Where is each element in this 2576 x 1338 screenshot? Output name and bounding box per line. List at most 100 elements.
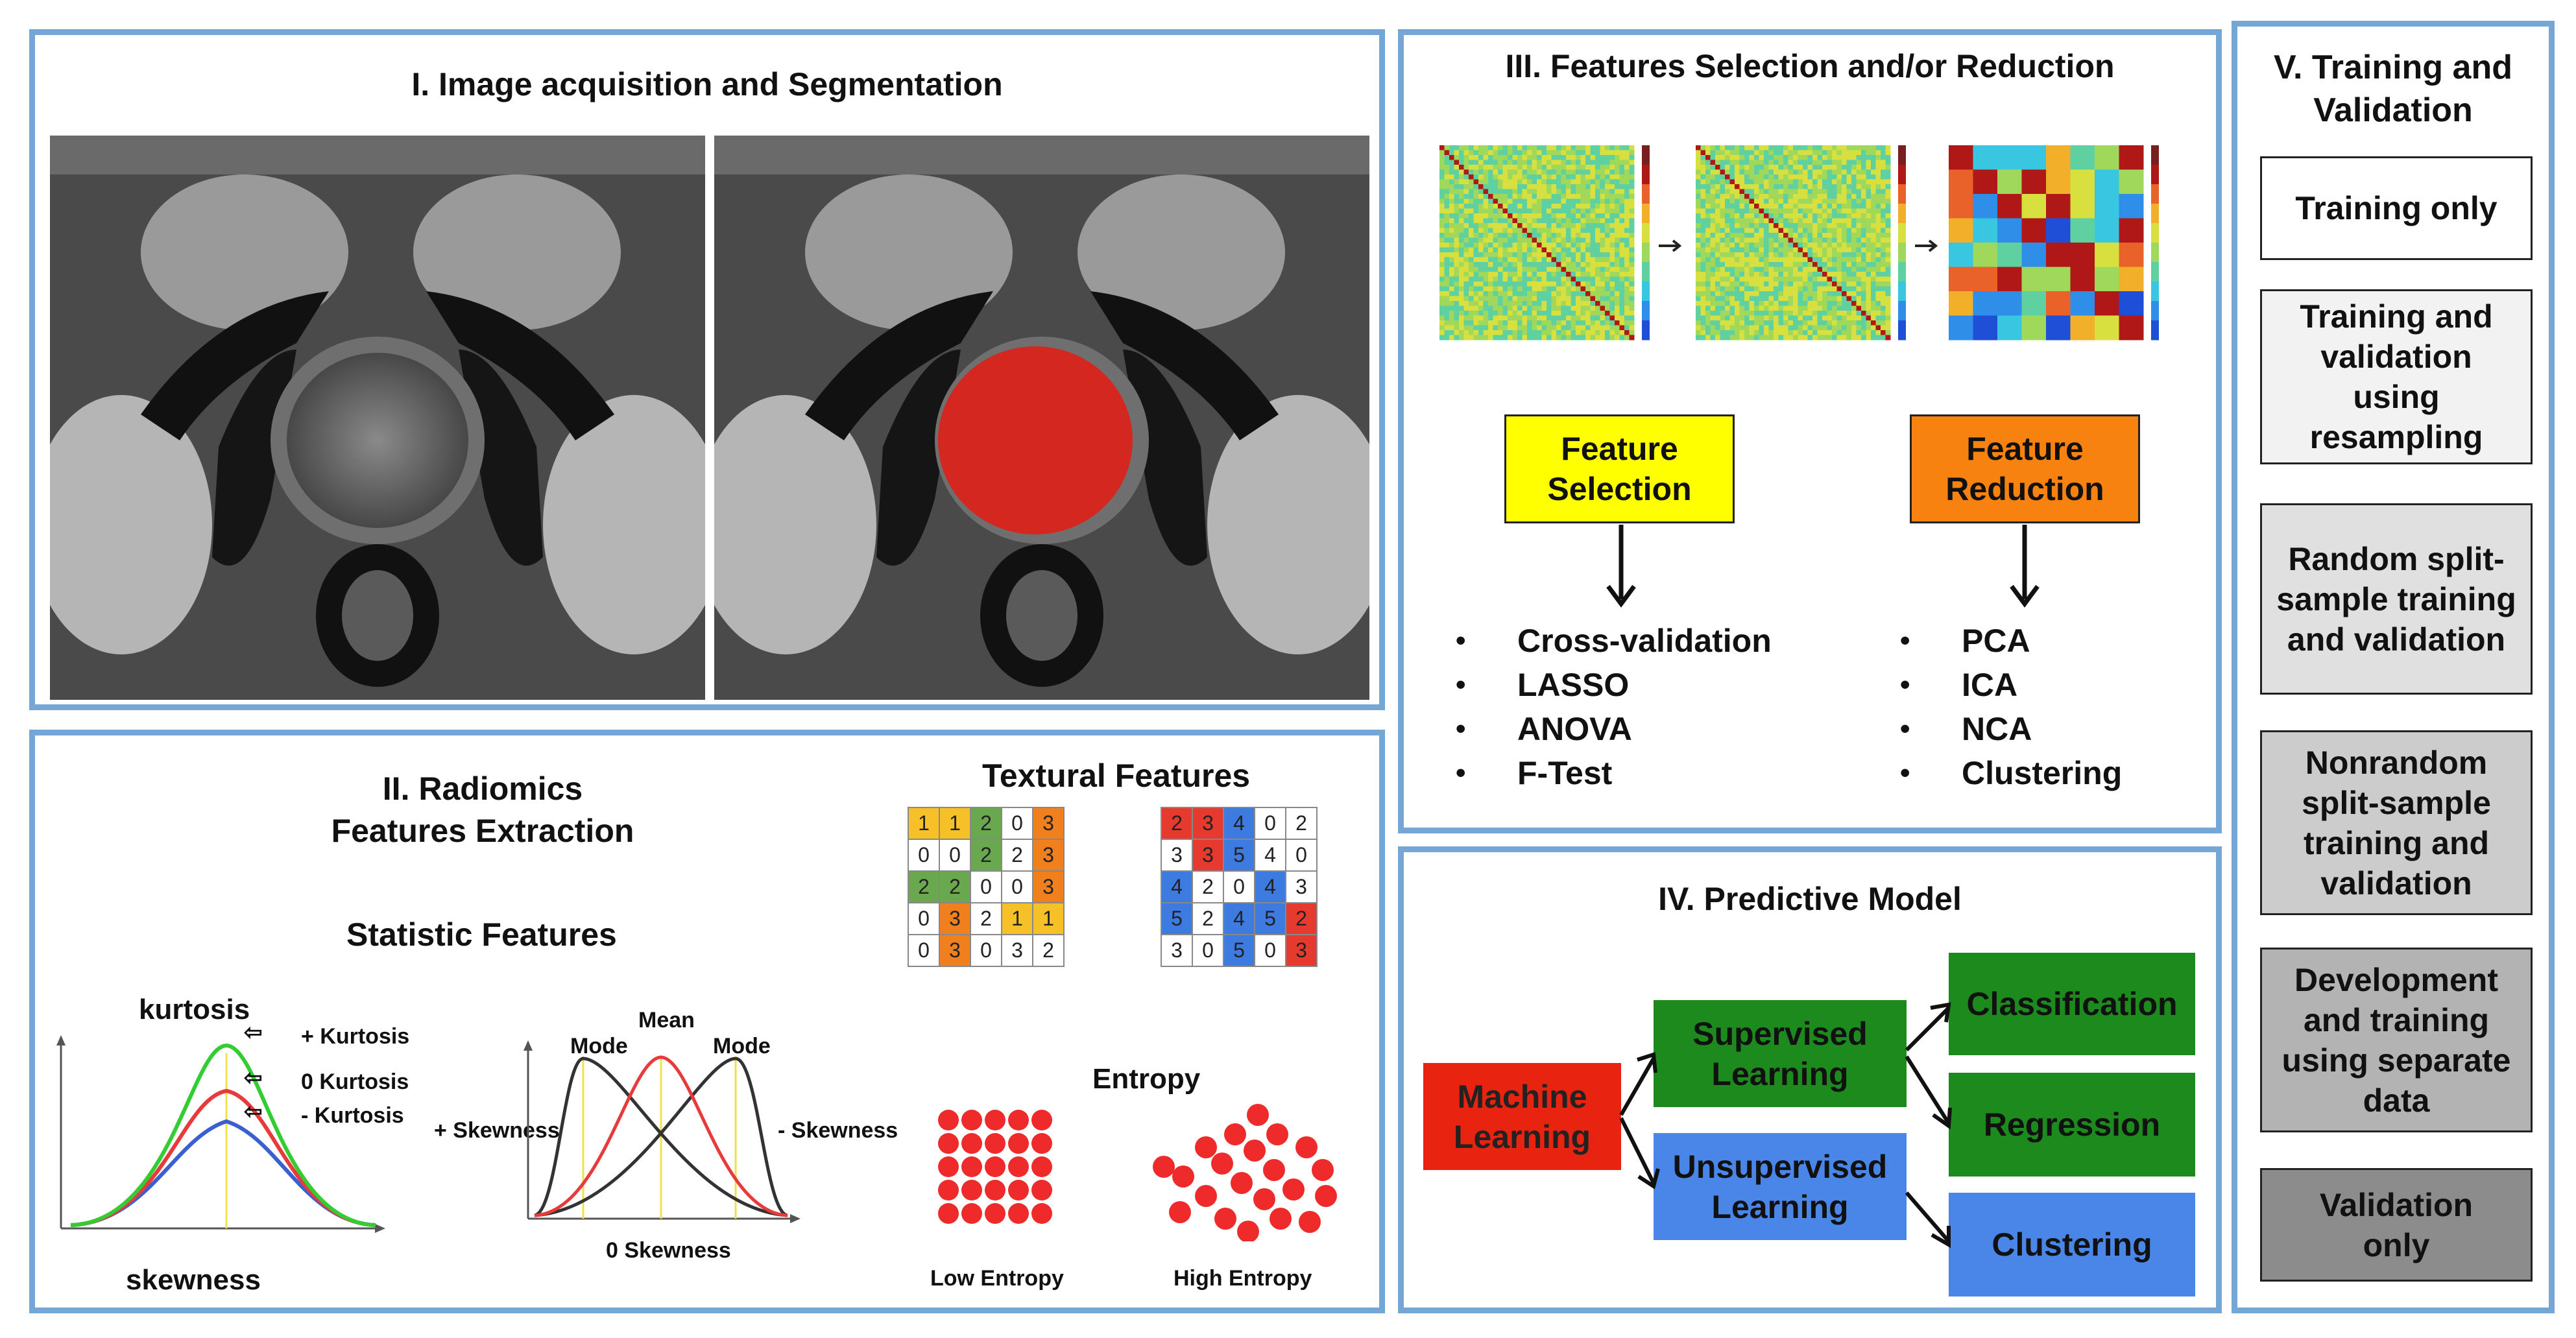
matrix-cell: 0 bbox=[1254, 807, 1286, 840]
entropy-dot bbox=[961, 1180, 982, 1201]
panel-title: V. Training and Validation bbox=[2274, 49, 2512, 129]
matrix-cell: 4 bbox=[1254, 839, 1286, 872]
panel-title: II. Radiomics Features Extraction bbox=[331, 771, 634, 849]
segmentation-overlay bbox=[938, 346, 1133, 534]
entropy-dot bbox=[961, 1133, 982, 1154]
low-entropy-label: Low Entropy bbox=[930, 1266, 1064, 1291]
entropy-dot bbox=[961, 1203, 982, 1224]
arrow-down-icon bbox=[1606, 525, 1636, 608]
zero-skewness-label: 0 Skewness bbox=[606, 1238, 731, 1263]
matrix-cell: 2 bbox=[1032, 934, 1065, 967]
entropy-dot bbox=[938, 1156, 959, 1177]
skewness-label: skewness bbox=[126, 1264, 261, 1296]
matrix-cell: 3 bbox=[939, 902, 971, 935]
plus-kurtosis-label: + Kurtosis bbox=[301, 1024, 410, 1049]
low-entropy-dots bbox=[938, 1110, 1052, 1224]
entropy-dot bbox=[1172, 1165, 1194, 1188]
development-separate-data-box: Development and training using separate … bbox=[2260, 948, 2533, 1132]
matrix-cell: 1 bbox=[1032, 902, 1065, 935]
matrix-cell: 2 bbox=[1285, 807, 1318, 840]
random-split-sample-box: Random split-sample training and validat… bbox=[2260, 503, 2533, 695]
entropy-dot bbox=[1270, 1208, 1292, 1230]
panel-title: I. Image acquisition and Segmentation bbox=[411, 66, 1003, 102]
machine-learning-box: Machine Learning bbox=[1423, 1063, 1621, 1170]
matrix-cell: 2 bbox=[908, 870, 940, 903]
entropy-dot bbox=[1237, 1221, 1259, 1241]
entropy-dot bbox=[1031, 1156, 1052, 1177]
arrow-minus-kurtosis: ⇦ bbox=[244, 1099, 263, 1124]
skewness-plot bbox=[524, 1040, 800, 1223]
kurtosis-label: kurtosis bbox=[139, 994, 250, 1025]
matrix-cell: 5 bbox=[1254, 902, 1286, 935]
classification-box: Classification bbox=[1949, 953, 2195, 1055]
entropy-dot bbox=[1031, 1133, 1052, 1154]
panel-image-acquisition: I. Image acquisition and Segmentation bbox=[29, 29, 1385, 710]
matrix-cell: 5 bbox=[1161, 902, 1193, 935]
zero-kurtosis-label: 0 Kurtosis bbox=[301, 1069, 409, 1094]
training-only-box: Training only bbox=[2260, 156, 2533, 260]
entropy-dot bbox=[1031, 1203, 1052, 1224]
entropy-dot bbox=[1299, 1211, 1321, 1233]
kurtosis-plot bbox=[56, 1035, 385, 1233]
matrix-cell: 0 bbox=[939, 839, 971, 872]
entropy-dot bbox=[985, 1156, 1005, 1177]
list-item: PCA bbox=[1900, 619, 2122, 663]
entropy-dot bbox=[1231, 1172, 1253, 1194]
matrix-cell: 3 bbox=[1161, 839, 1193, 872]
entropy-dot bbox=[985, 1203, 1005, 1224]
list-item: ANOVA bbox=[1456, 707, 1772, 751]
entropy-dot bbox=[938, 1133, 959, 1154]
feature-reduction-methods: PCA ICA NCA Clustering bbox=[1900, 619, 2122, 795]
nonrandom-split-sample-box: Nonrandom split-sample training and vali… bbox=[2260, 730, 2533, 915]
entropy-dot bbox=[938, 1110, 959, 1130]
matrix-cell: 0 bbox=[908, 902, 940, 935]
feature-reduction-box: Feature Reduction bbox=[1910, 414, 2140, 523]
feature-selection-methods: Cross-validation LASSO ANOVA F-Test bbox=[1456, 619, 1772, 795]
list-item: Clustering bbox=[1900, 751, 2122, 795]
matrix-cell: 0 bbox=[970, 870, 1002, 903]
entropy-dot bbox=[1224, 1123, 1246, 1145]
matrix-cell: 3 bbox=[939, 934, 971, 967]
list-item: NCA bbox=[1900, 707, 2122, 751]
entropy-dot bbox=[1315, 1185, 1337, 1207]
list-item: Cross-validation bbox=[1456, 619, 1772, 663]
high-entropy-label: High Entropy bbox=[1174, 1266, 1312, 1291]
entropy-dot bbox=[1031, 1110, 1052, 1130]
matrix-cell: 2 bbox=[1285, 902, 1318, 935]
entropy-dot bbox=[961, 1110, 982, 1130]
entropy-dot bbox=[1031, 1180, 1052, 1201]
entropy-dot bbox=[985, 1180, 1005, 1201]
entropy-dot bbox=[1153, 1156, 1175, 1178]
matrix-cell: 3 bbox=[1032, 870, 1065, 903]
matrix-cell: 5 bbox=[1223, 839, 1255, 872]
model-arrows bbox=[1619, 1002, 1952, 1248]
entropy-dot bbox=[1008, 1110, 1029, 1130]
textural-features-title: Textural Features bbox=[982, 758, 1251, 794]
minus-kurtosis-label: - Kurtosis bbox=[301, 1103, 404, 1128]
validation-only-box: Validation only bbox=[2260, 1168, 2533, 1282]
feature-selection-box: Feature Selection bbox=[1504, 414, 1735, 523]
matrix-cell: 0 bbox=[1285, 839, 1318, 872]
entropy-dot bbox=[1169, 1201, 1191, 1223]
minus-skewness-label: - Skewness bbox=[778, 1118, 898, 1143]
entropy-dot bbox=[1253, 1188, 1275, 1210]
arrow-zero-kurtosis: ⇦ bbox=[244, 1066, 263, 1090]
arrow-plus-kurtosis: ⇦ bbox=[244, 1020, 263, 1045]
matrix-cell: 0 bbox=[1192, 934, 1224, 967]
entropy-dot bbox=[1008, 1180, 1029, 1201]
plus-skewness-label: + Skewness bbox=[434, 1118, 560, 1143]
entropy-dot bbox=[1214, 1208, 1236, 1230]
entropy-dot bbox=[1263, 1159, 1285, 1181]
matrix-cell: 1 bbox=[1001, 902, 1033, 935]
entropy-dot bbox=[1211, 1153, 1233, 1175]
matrix-cell: 3 bbox=[1192, 807, 1224, 840]
supervised-learning-box: Supervised Learning bbox=[1654, 1000, 1907, 1107]
matrix-cell: 4 bbox=[1254, 870, 1286, 903]
mode-left-label: Mode bbox=[570, 1034, 628, 1058]
statistic-features-title: Statistic Features bbox=[346, 916, 617, 953]
matrix-cell: 2 bbox=[939, 870, 971, 903]
entropy-dot bbox=[961, 1156, 982, 1177]
matrix-cell: 4 bbox=[1223, 902, 1255, 935]
panel-training-validation: V. Training and Validation Training only… bbox=[2232, 21, 2555, 1313]
